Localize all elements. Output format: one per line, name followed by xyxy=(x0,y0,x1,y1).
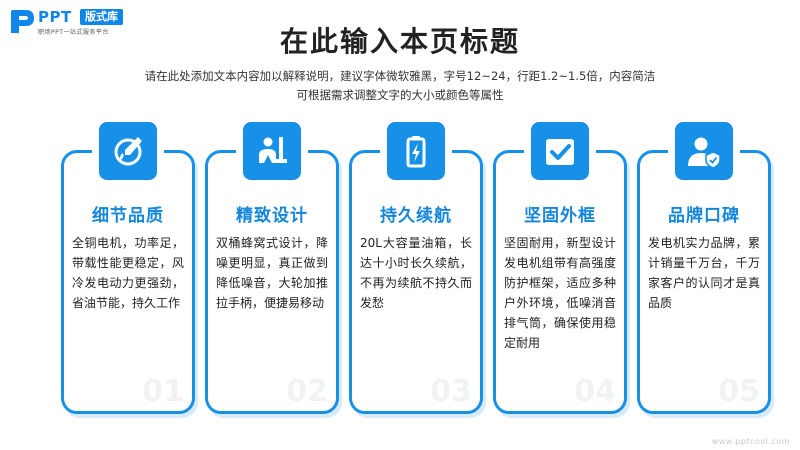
shield-person-icon xyxy=(688,137,721,169)
checkbox-icon xyxy=(546,139,574,165)
brush-icon xyxy=(114,137,142,166)
card-title: 坚固外框 xyxy=(524,206,596,226)
feature-card-3: 持久续航 20L大容量油箱，长达十小时长久续航，不再为续航不持久而发愁 03 xyxy=(349,150,483,414)
feature-card-2: 精致设计 双桶蜂窝式设计，降噪更明显，真正做到降低噪音，大轮加推拉手柄，便捷易移… xyxy=(205,150,339,414)
feature-card-5: 品牌口碑 发电机实力品牌，累计销量千万台，千万家客户的认同才是真品质 05 xyxy=(637,150,771,414)
card-text: 全铜电机，功率足，带载性能更稳定，风冷发电动力更强劲，省油节能，持久工作 xyxy=(72,236,184,310)
page-title: 在此输入本页标题 xyxy=(279,25,520,58)
feature-card-1: 细节品质 全铜电机，功率足，带载性能更稳定，风冷发电动力更强劲，省油节能，持久工… xyxy=(61,150,195,414)
card-text: 20L大容量油箱，长达十小时长久续航，不再为续航不持久而发愁 xyxy=(360,236,472,310)
logo-tagline: 职场PPT一站式服务平台 xyxy=(38,29,109,36)
card-number: 05 xyxy=(718,374,760,409)
icon-tab xyxy=(243,122,301,180)
logo: PPT 版式库 职场PPT一站式服务平台 xyxy=(8,6,158,40)
page-subtitle: 请在此处添加文本内容加以解释说明，建议字体微软雅黑，字号12~24，行距1.2~… xyxy=(0,67,800,105)
card-title: 品牌口碑 xyxy=(668,206,740,226)
card-text: 双桶蜂窝式设计，降噪更明显，真正做到降低噪音，大轮加推拉手柄，便捷易移动 xyxy=(216,236,328,310)
card-title: 精致设计 xyxy=(236,206,308,226)
card-text: 坚固耐用，新型设计发电机组带有高强度防护框架，适应多种户外环境，低噪消音排气筒，… xyxy=(504,236,616,350)
card-number: 03 xyxy=(430,374,472,409)
card-number: 04 xyxy=(574,374,616,409)
battery-icon xyxy=(406,136,426,168)
card-number: 01 xyxy=(142,374,184,409)
feature-card-4: 坚固外框 坚固耐用，新型设计发电机组带有高强度防护框架，适应多种户外环境，低噪消… xyxy=(493,150,627,414)
design-person-icon xyxy=(259,137,287,163)
card-title: 细节品质 xyxy=(92,206,164,226)
logo-p-icon xyxy=(11,10,34,33)
subtitle-line-2: 可根据需求调整文字的大小或颜色等属性 xyxy=(296,88,504,102)
logo-badge: 版式库 xyxy=(80,9,123,25)
subtitle-line-1: 请在此处添加文本内容加以解释说明，建议字体微软雅黑，字号12~24，行距1.2~… xyxy=(144,69,656,83)
card-number: 02 xyxy=(286,374,328,409)
icon-tab xyxy=(531,122,589,180)
icon-tab xyxy=(675,122,733,180)
icon-tab xyxy=(99,122,157,180)
card-text: 发电机实力品牌，累计销量千万台，千万家客户的认同才是真品质 xyxy=(648,236,760,310)
icon-tab xyxy=(387,122,445,180)
logo-brand: PPT xyxy=(38,8,72,26)
watermark: www.pptcool.com xyxy=(711,437,790,446)
card-title: 持久续航 xyxy=(380,206,452,226)
